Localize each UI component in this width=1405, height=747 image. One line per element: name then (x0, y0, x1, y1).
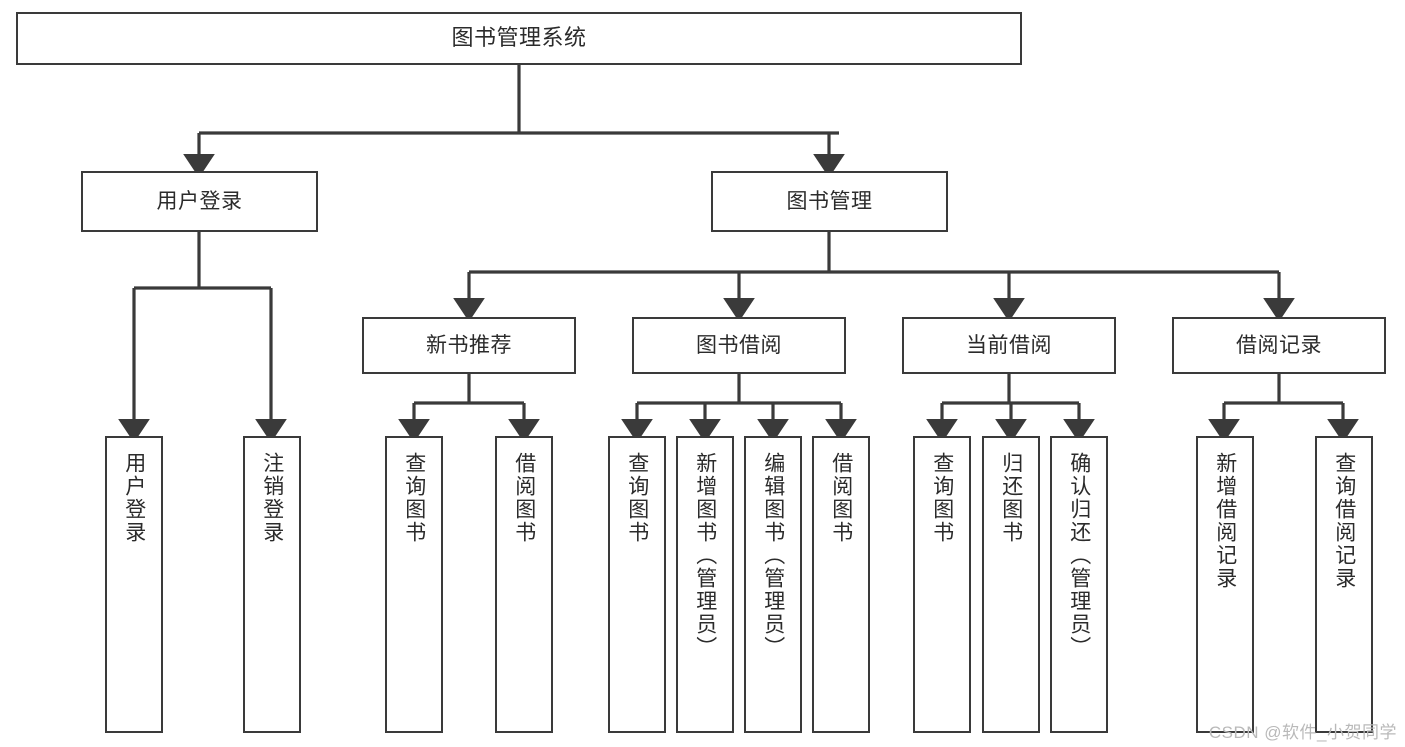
leaf-confirm-return-label: 确认归还（管理员） (1067, 452, 1091, 659)
leaf-user-login-label: 用户登录 (122, 452, 146, 544)
leaf-query-record[interactable]: 查询借阅记录 (1315, 436, 1373, 733)
node-book-management-label: 图书管理 (786, 189, 873, 213)
node-borrow-record[interactable]: 借阅记录 (1172, 317, 1386, 374)
node-book-management[interactable]: 图书管理 (711, 171, 948, 232)
node-new-book-recommend-label: 新书推荐 (426, 333, 512, 357)
leaf-edit-book-label: 编辑图书（管理员） (761, 452, 785, 659)
node-current-borrow[interactable]: 当前借阅 (902, 317, 1116, 374)
node-book-borrow[interactable]: 图书借阅 (632, 317, 846, 374)
leaf-add-book[interactable]: 新增图书（管理员） (676, 436, 734, 733)
node-user-login-label: 用户登录 (156, 189, 243, 213)
leaf-query-book-1[interactable]: 查询图书 (385, 436, 443, 733)
node-borrow-record-label: 借阅记录 (1236, 333, 1322, 357)
leaf-query-book-3-label: 查询图书 (930, 452, 954, 544)
csdn-watermark: CSDN @软件_小贺同学 (1208, 723, 1397, 742)
leaf-logout-login-label: 注销登录 (260, 452, 284, 544)
leaf-edit-book[interactable]: 编辑图书（管理员） (744, 436, 802, 733)
leaf-add-record-label: 新增借阅记录 (1213, 452, 1237, 590)
node-current-borrow-label: 当前借阅 (966, 333, 1052, 357)
leaf-query-book-2[interactable]: 查询图书 (608, 436, 666, 733)
leaf-add-record[interactable]: 新增借阅记录 (1196, 436, 1254, 733)
leaf-add-book-label: 新增图书（管理员） (693, 452, 717, 659)
leaf-query-book-2-label: 查询图书 (625, 452, 649, 544)
leaf-return-book-label: 归还图书 (999, 452, 1023, 544)
node-root-book-management-system[interactable]: 图书管理系统 (16, 12, 1022, 65)
leaf-borrow-book-2-label: 借阅图书 (829, 452, 853, 544)
leaf-borrow-book-2[interactable]: 借阅图书 (812, 436, 870, 733)
node-user-login[interactable]: 用户登录 (81, 171, 318, 232)
leaf-confirm-return[interactable]: 确认归还（管理员） (1050, 436, 1108, 733)
leaf-borrow-book-1[interactable]: 借阅图书 (495, 436, 553, 733)
node-book-borrow-label: 图书借阅 (696, 333, 782, 357)
leaf-query-record-label: 查询借阅记录 (1332, 452, 1356, 590)
leaf-query-book-3[interactable]: 查询图书 (913, 436, 971, 733)
leaf-logout-login[interactable]: 注销登录 (243, 436, 301, 733)
node-root-label: 图书管理系统 (451, 25, 587, 51)
node-new-book-recommend[interactable]: 新书推荐 (362, 317, 576, 374)
leaf-return-book[interactable]: 归还图书 (982, 436, 1040, 733)
leaf-user-login[interactable]: 用户登录 (105, 436, 163, 733)
leaf-borrow-book-1-label: 借阅图书 (512, 452, 536, 544)
leaf-query-book-1-label: 查询图书 (402, 452, 426, 544)
